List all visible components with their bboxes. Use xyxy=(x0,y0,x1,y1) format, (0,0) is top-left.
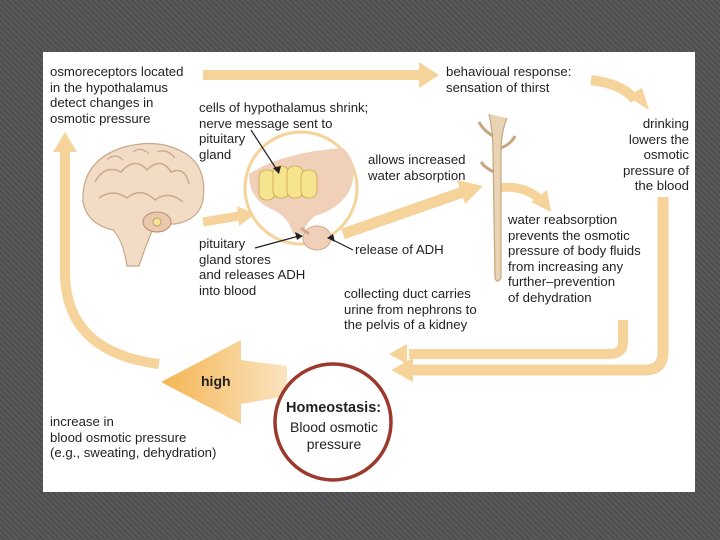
arrow-to-drinking xyxy=(590,75,649,110)
label-pituitary-stores: pituitary gland stores and releases ADH … xyxy=(199,236,306,298)
homeostasis-body: Blood osmotic pressure xyxy=(290,419,378,452)
arrow-to-water-reabsorption xyxy=(497,182,551,212)
label-pointers xyxy=(250,129,354,251)
arrow-to-thirst xyxy=(203,62,439,88)
label-cells-shrink: cells of hypothalamus shrink; nerve mess… xyxy=(199,100,369,162)
label-drinking: drinking lowers the osmotic pressure of … xyxy=(623,116,689,193)
brain-illustration xyxy=(82,142,205,267)
high-arrow xyxy=(161,340,287,424)
label-increase-in: increase in blood osmotic pressure (e.g.… xyxy=(50,414,217,460)
label-collecting-duct: collecting duct carries urine from nephr… xyxy=(344,286,477,332)
slide: osmoreceptors located in the hypothalamu… xyxy=(43,52,695,492)
label-behavioural-response: behavioual response: sensation of thirst xyxy=(446,64,572,95)
arrow-drinking-to-homeostasis xyxy=(391,197,669,382)
arrow-reabsorption-to-homeostasis xyxy=(389,320,628,364)
homeostasis-title: Homeostasis: xyxy=(286,400,382,416)
arrow-brain-to-pituitary xyxy=(202,206,255,227)
label-osmoreceptors: osmoreceptors located in the hypothalamu… xyxy=(50,64,184,126)
arrow-up-to-osmoreceptors xyxy=(53,132,160,369)
label-water-reabsorption: water reabsorption prevents the osmotic … xyxy=(508,212,641,305)
homeostasis-circle xyxy=(273,362,393,482)
diagram-artwork xyxy=(53,62,669,482)
collecting-duct-illustration xyxy=(477,113,517,282)
label-allows-water-absorption: allows increased water absorption xyxy=(368,152,466,183)
label-high: high xyxy=(201,373,231,389)
label-release-adh: release of ADH xyxy=(355,242,444,257)
arrow-pituitary-to-duct xyxy=(341,180,483,240)
